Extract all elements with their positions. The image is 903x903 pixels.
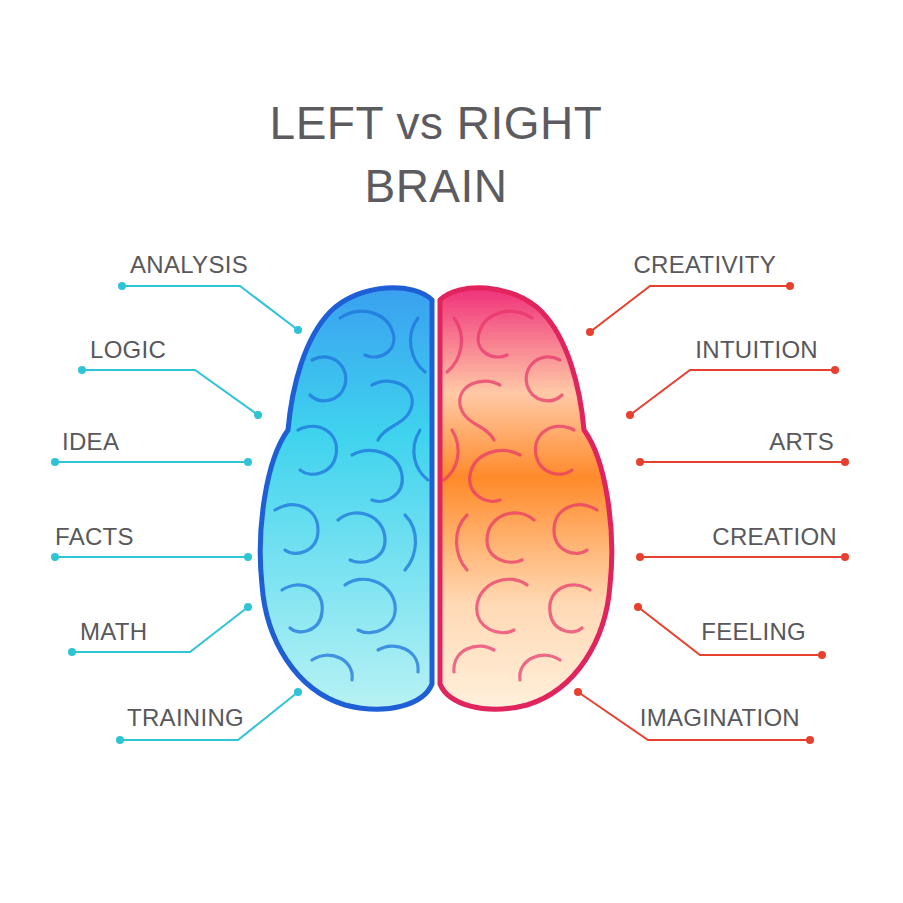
- title: LEFT vs RIGHT BRAIN: [256, 92, 616, 219]
- left-leader-lines: [55, 286, 298, 740]
- region-label: CREATION: [712, 523, 837, 551]
- left-leader-dots: [51, 282, 302, 744]
- region-label: INTUITION: [695, 336, 818, 364]
- right-hemisphere: [440, 288, 612, 709]
- region-label: ARTS: [769, 428, 834, 456]
- region-label: CREATIVITY: [633, 251, 776, 279]
- region-label: IDEA: [62, 428, 119, 456]
- region-label: FEELING: [701, 618, 806, 646]
- region-label: MATH: [80, 618, 147, 646]
- region-label: TRAINING: [127, 704, 244, 732]
- region-label: IMAGINATION: [640, 704, 800, 732]
- left-hemisphere: [260, 288, 432, 709]
- right-leader-lines: [578, 286, 845, 740]
- right-leader-dots: [574, 282, 849, 744]
- region-label: FACTS: [55, 523, 134, 551]
- region-label: ANALYSIS: [130, 251, 248, 279]
- region-label: LOGIC: [90, 336, 166, 364]
